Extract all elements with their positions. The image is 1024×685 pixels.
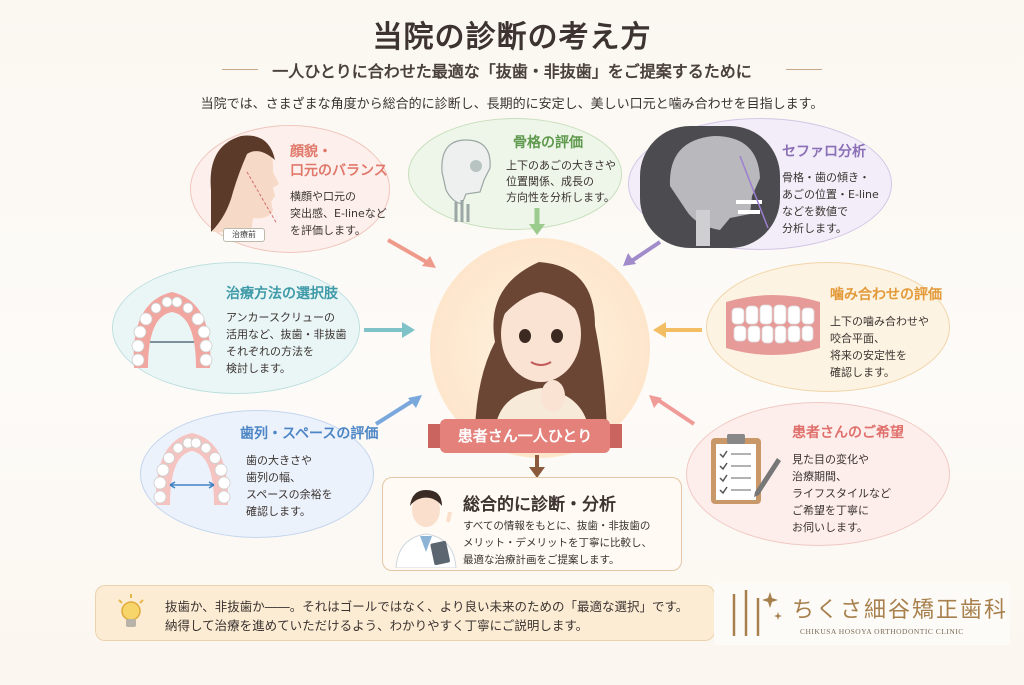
space-text-1: 歯の大きさや: [246, 454, 312, 467]
message-text-2: 納得して治療を進めていただけるよう、わかりやすく丁寧にご説明します。: [165, 618, 589, 633]
space-text-4: 確認します。: [246, 505, 311, 518]
cephalo-text-4: 分析します。: [782, 222, 847, 235]
bite-text-2: 咬合平面、: [830, 332, 885, 345]
diagnosis-text: すべての情報をもとに、抜歯・非抜歯の メリット・デメリットを丁寧に比較し、 最適…: [463, 518, 678, 569]
bite-text-3: 将来の安定性を: [830, 349, 907, 362]
cephalo-title: セファロ分析: [782, 144, 866, 160]
lightbulb-icon: [118, 594, 144, 627]
space-bubble: [140, 410, 374, 538]
options-text-4: 検討します。: [226, 362, 291, 375]
page-subtitle: 一人ひとりに合わせた最適な「抜歯・非抜歯」をご提案するために: [272, 62, 752, 81]
arrow-skeleton-to-center: [529, 208, 545, 235]
face-title-line-1: 顔貌・: [290, 144, 332, 160]
skeleton-text-2: 位置関係、成長の: [506, 175, 594, 188]
bite-text-1: 上下の噛み合わせや: [830, 315, 929, 328]
space-text-2: 歯列の幅、: [246, 471, 301, 484]
teeth-bite-illustration: [726, 295, 820, 355]
skeleton-text-3: 方向性を分析します。: [506, 191, 615, 204]
arrow-center-to-diagnosis: [529, 455, 545, 478]
face-text-3: を評価します。: [290, 224, 366, 237]
skull-illustration: [441, 139, 491, 222]
bite-text-4: 確認します。: [830, 366, 895, 379]
skeleton-text-1: 上下のあごの大きさや: [506, 159, 616, 172]
cephalo-text-3: などを数値で: [782, 205, 848, 218]
wishes-title: 患者さんのご希望: [792, 425, 904, 441]
arrow-wishes-to-center: [649, 395, 696, 426]
diagnosis-text-3: 最適な治療計画をご提案します。: [463, 554, 620, 566]
wishes-text-1: 見た目の変化や: [792, 453, 869, 466]
wishes-text-5: お伺いします。: [792, 521, 868, 534]
message-text: 抜歯か、非抜歯か――。それはゴールではなく、より良い未来のための「最適な選択」で…: [165, 597, 688, 635]
logo-mark: [732, 590, 782, 636]
xray-illustration: [640, 126, 780, 248]
face-text-2: 突出感、E-lineなど: [290, 207, 387, 220]
space-title: 歯列・スペースの評価: [240, 426, 379, 442]
subtitle-rule-left: [222, 69, 258, 70]
options-text-3: それぞれの方法を: [226, 345, 314, 358]
page-title: 当院の診断の考え方: [372, 20, 652, 55]
options-text-1: アンカースクリューの: [226, 311, 336, 324]
face-profile-illustration: [210, 135, 279, 232]
bite-title: 噛み合わせの評価: [830, 287, 942, 303]
checklist-clipboard-icon: [711, 434, 781, 504]
options-text-2: 活用など、抜歯・非抜歯: [226, 328, 347, 341]
doctor-illustration: [395, 490, 457, 568]
wishes-text-4: ご希望を丁寧に: [792, 504, 869, 517]
face-title-line-2: 口元のバランス: [290, 163, 388, 179]
arrow-options-to-center: [364, 322, 415, 338]
patient-ribbon: 患者さん一人ひとり: [440, 419, 610, 453]
space-text-3: スペースの余裕を: [246, 488, 333, 501]
message-box: [95, 585, 715, 641]
cephalo-text-1: 骨格・歯の傾き・: [782, 171, 870, 184]
arrow-bite-to-center: [653, 322, 702, 338]
subtitle-rule-right: [786, 69, 822, 70]
diagnosis-text-2: メリット・デメリットを丁寧に比較し、: [463, 537, 652, 549]
wishes-text-3: ライフスタイルなど: [792, 487, 891, 500]
diagnosis-title: 総合的に診断・分析: [463, 495, 616, 515]
arrow-space-to-center: [374, 395, 422, 426]
wishes-text-2: 治療期間、: [792, 470, 847, 483]
dental-arch-width-illustration: [153, 433, 231, 505]
face-text-1: 横顔や口元の: [290, 190, 356, 203]
clinic-name-english: CHIKUSA HOSOYA ORTHODONTIC CLINIC: [800, 627, 964, 636]
arrow-cephalo-to-center: [623, 240, 662, 266]
clinic-logo: [714, 583, 1010, 645]
intro-text: 当院では、さまざまな角度から総合的に診断し、長期的に安定し、美しい口元と噛み合わ…: [200, 97, 824, 112]
patient-woman-illustration: [475, 262, 607, 430]
arrow-face-to-center: [387, 238, 436, 268]
message-text-1: 抜歯か、非抜歯か――。それはゴールではなく、より良い未来のための「最適な選択」で…: [165, 599, 689, 614]
clinic-name: ちくさ細谷矯正歯科: [792, 598, 1009, 623]
before-treatment-tag: 治療前: [223, 228, 265, 242]
skeleton-title: 骨格の評価: [513, 135, 583, 151]
dental-arch-with-screw-illustration: [131, 292, 213, 368]
options-title: 治療方法の選択肢: [226, 286, 338, 302]
cephalo-text-2: あごの位置・E-line: [782, 188, 879, 201]
diagnosis-text-1: すべての情報をもとに、抜歯・非抜歯の: [463, 520, 651, 532]
